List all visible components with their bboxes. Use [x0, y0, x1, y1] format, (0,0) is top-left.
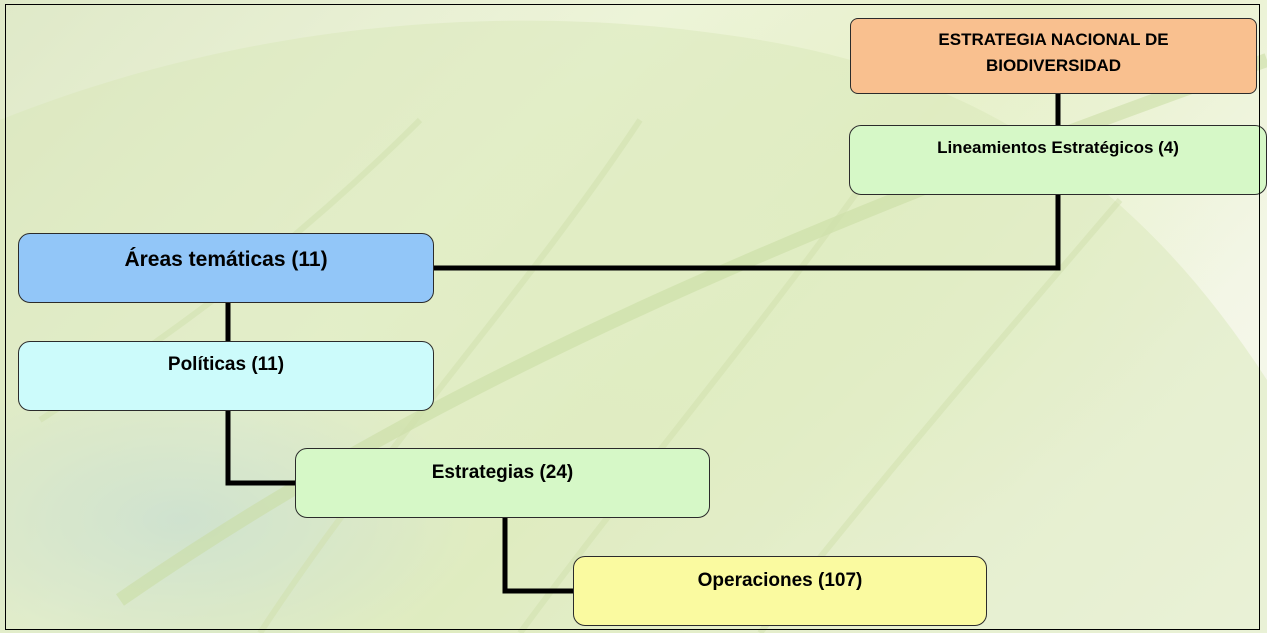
- node-estrategias-label: Estrategias (24): [431, 462, 574, 483]
- node-estrategia-nacional-label: ESTRATEGIA NACIONAL DE BIODIVERSIDAD: [938, 30, 1169, 75]
- node-politicas-label: Políticas (11): [167, 354, 285, 375]
- node-estrategias: Estrategias (24): [295, 448, 710, 518]
- node-estrategia-nacional: ESTRATEGIA NACIONAL DE BIODIVERSIDAD: [850, 18, 1257, 94]
- connector-politicas-estrategias: [225, 411, 295, 486]
- node-areas-tematicas: Áreas temáticas (11): [18, 233, 434, 303]
- node-areas-tematicas-label: Áreas temáticas (11): [124, 248, 328, 271]
- node-operaciones-label: Operaciones (107): [697, 570, 863, 591]
- connector-estrategias-operaciones: [502, 518, 573, 594]
- connector-lineamientos-areas: [434, 195, 1061, 271]
- node-politicas: Políticas (11): [18, 341, 434, 411]
- node-operaciones: Operaciones (107): [573, 556, 987, 626]
- node-lineamientos: Lineamientos Estratégicos (4): [849, 125, 1267, 195]
- node-lineamientos-label: Lineamientos Estratégicos (4): [937, 138, 1179, 157]
